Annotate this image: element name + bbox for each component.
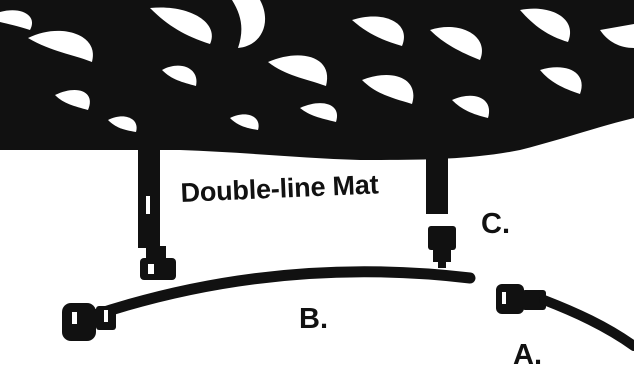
- hose-b-end-fitting: [62, 303, 116, 341]
- connector-a: [496, 284, 546, 314]
- label-c: C.: [481, 208, 510, 240]
- mat-wrinkles: [0, 0, 634, 132]
- right-drop-tube: [426, 152, 456, 268]
- hose-b: [86, 266, 476, 322]
- label-b: B.: [299, 303, 328, 335]
- left-drop-tube: [138, 150, 176, 280]
- label-a: A.: [513, 339, 542, 371]
- hose-a: [539, 295, 634, 351]
